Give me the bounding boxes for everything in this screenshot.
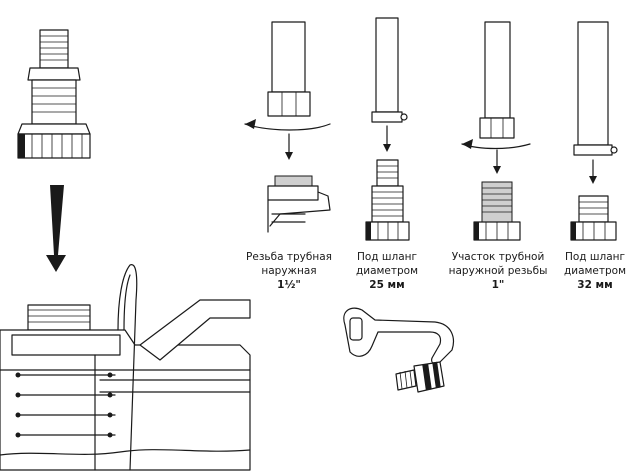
option-4-diagram (570, 21, 618, 241)
option-4-label: Под шланг диаметром (563, 251, 627, 277)
option-4-caption: Под шланг диаметром 32 мм (552, 250, 638, 292)
option-1-caption: Резьба трубная наружная 1½" (244, 250, 334, 292)
option-1-diagram (244, 21, 331, 233)
option-2-diagram (365, 17, 410, 241)
option-2-size: 25 мм (369, 279, 405, 291)
option-2-caption: Под шланг диаметром 25 мм (343, 250, 431, 292)
option-4-size: 32 мм (577, 279, 613, 291)
pump-outlet-icon (0, 264, 251, 471)
down-arrow-icon (46, 185, 66, 272)
threaded-adapter-icon (17, 29, 91, 159)
option-3-caption: Участок трубной наружной резьбы 1" (446, 250, 550, 292)
option-1-size: 1½" (277, 279, 301, 291)
option-1-label: Резьба трубная наружная (246, 251, 332, 277)
option-3-label: Участок трубной наружной резьбы (448, 251, 548, 277)
option-3-size: 1" (491, 279, 505, 291)
option-3-diagram (461, 21, 531, 241)
adapter-key-icon (343, 307, 455, 393)
option-2-label: Под шланг диаметром (355, 251, 419, 277)
